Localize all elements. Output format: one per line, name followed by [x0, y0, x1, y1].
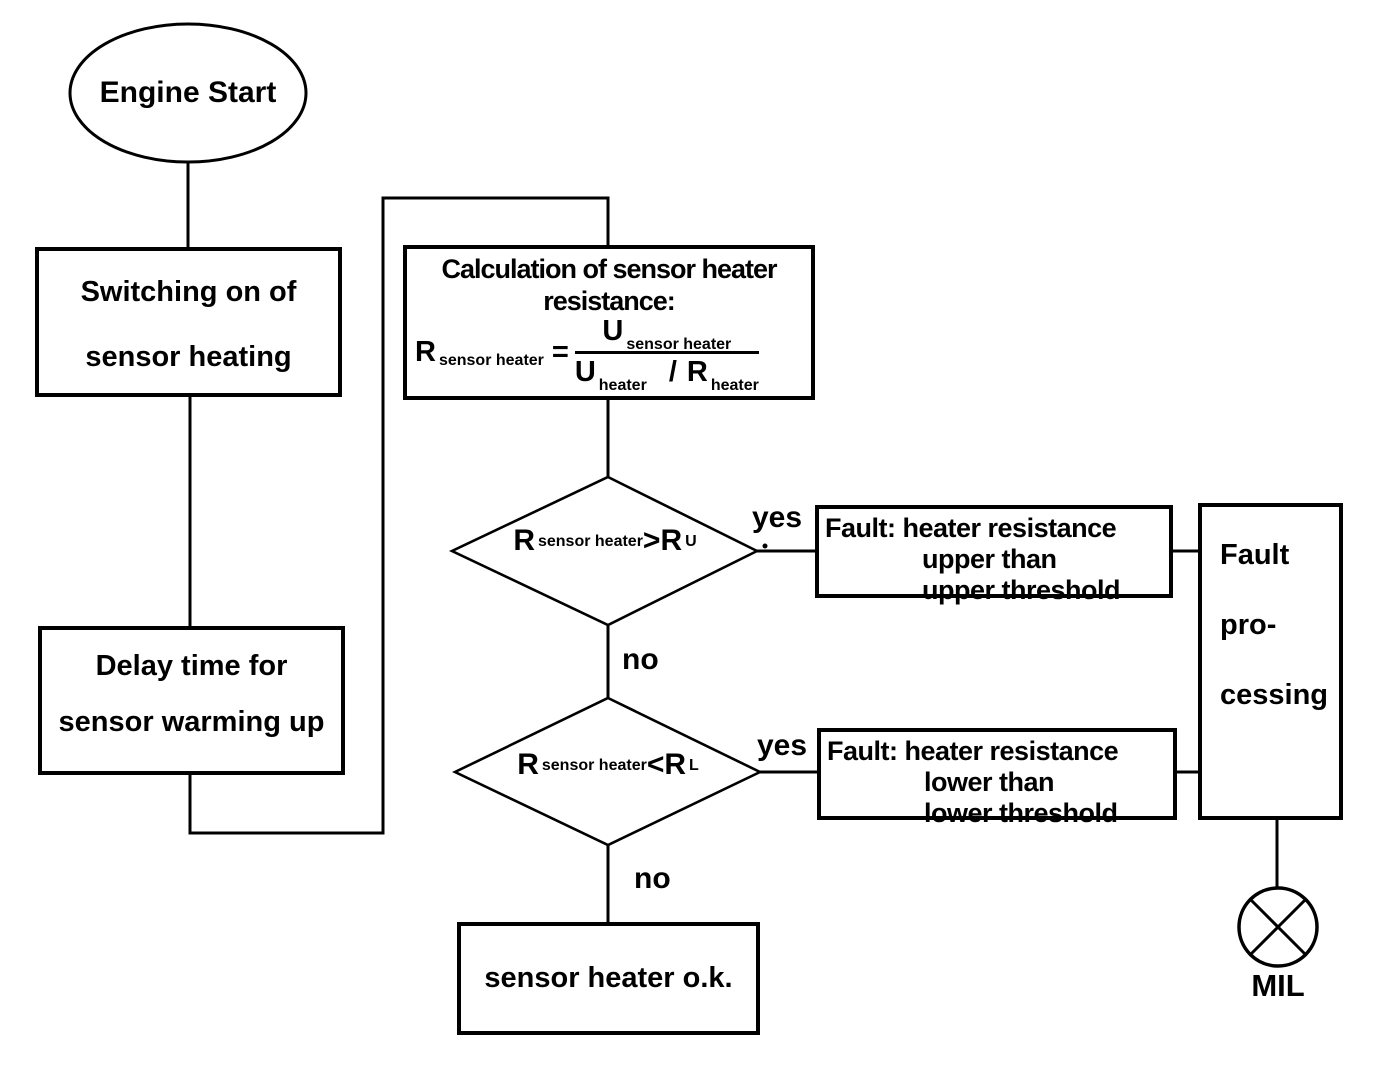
decision-lower-diamond	[451, 696, 763, 847]
decision-upper-no-label: no	[622, 643, 659, 676]
mil-lamp-icon	[1237, 886, 1319, 968]
fault-processing-line1: Fault	[1220, 539, 1290, 571]
fault-lower-line1: Fault: heater resistance	[827, 736, 1119, 766]
decision-lower-yes-label: yes	[757, 729, 808, 762]
decision-upper-rhs-sub: U	[685, 533, 697, 550]
decision-lower-operator: <	[646, 748, 665, 781]
decision-lower-lhs-sub: sensor heater	[541, 757, 647, 774]
decision-upper-diamond	[448, 475, 760, 627]
decision-lower-rhs-base: R	[664, 748, 687, 781]
sensor-ok-node: sensor heater o.k.	[457, 922, 760, 1035]
engine-start-label: Engine Start	[99, 76, 277, 109]
mil-label: MIL	[1251, 968, 1305, 1003]
fault-upper-line2: upper than	[922, 544, 1057, 574]
engine-start-node: Engine Start	[70, 76, 306, 110]
fault-upper-line1: Fault: heater resistance	[825, 513, 1117, 543]
fault-processing-node: Fault pro- cessing	[1198, 503, 1343, 820]
calculation-title-line2: resistance:	[543, 286, 676, 316]
formula-denominator-second-base: R	[686, 356, 708, 388]
formula-denominator-first-sub: heater	[598, 377, 647, 394]
connector-delay-to-calculation	[188, 196, 610, 835]
decision-upper-lhs-sub: sensor heater	[537, 533, 643, 550]
stray-dot	[762, 543, 768, 549]
decision-upper-yes-label: yes	[752, 501, 803, 534]
delay-line2: sensor warming up	[58, 706, 325, 738]
formula-denominator-operator: /	[668, 356, 677, 388]
formula-lhs-sub: sensor heater	[438, 352, 544, 369]
formula-equals: =	[551, 335, 569, 368]
decision-upper-operator: >	[642, 524, 661, 557]
calculation-node: Calculation of sensor heater resistance:…	[403, 245, 815, 400]
fault-processing-line2: pro-	[1220, 609, 1277, 641]
calculation-title-line1: Calculation of sensor heater	[441, 254, 777, 284]
decision-upper-lhs-base: R	[513, 524, 535, 557]
fault-lower-line2: lower than	[924, 767, 1055, 797]
fault-processing-line3: cessing	[1220, 679, 1328, 711]
decision-lower-rhs-sub: L	[689, 757, 699, 774]
calculation-title: Calculation of sensor heater resistance:	[407, 249, 811, 317]
switching-node: Switching on of sensor heating	[35, 247, 342, 397]
fault-lower-line3: lower threshold	[924, 798, 1118, 828]
fault-upper-line3: upper threshold	[922, 575, 1121, 605]
fault-lower-node: Fault: heater resistance lower than lowe…	[817, 728, 1177, 828]
decision-upper-rhs-base: R	[660, 524, 683, 557]
formula-lhs-base: R	[415, 335, 436, 368]
delay-line1: Delay time for	[95, 650, 288, 682]
delay-node: Delay time for sensor warming up	[38, 626, 345, 775]
formula-denominator-first-base: U	[574, 356, 596, 388]
sensor-ok-label: sensor heater o.k.	[484, 962, 733, 994]
formula-numerator-base: U	[602, 315, 624, 347]
switching-line1: Switching on of	[80, 276, 297, 308]
switching-line2: sensor heating	[85, 341, 292, 373]
formula-denominator-second-sub: heater	[710, 377, 759, 394]
formula-numerator-sub: sensor heater	[626, 336, 732, 353]
fault-upper-node: Fault: heater resistance upper than uppe…	[815, 505, 1173, 605]
decision-lower-no-label: no	[634, 862, 671, 895]
decision-lower-lhs-base: R	[517, 748, 539, 781]
